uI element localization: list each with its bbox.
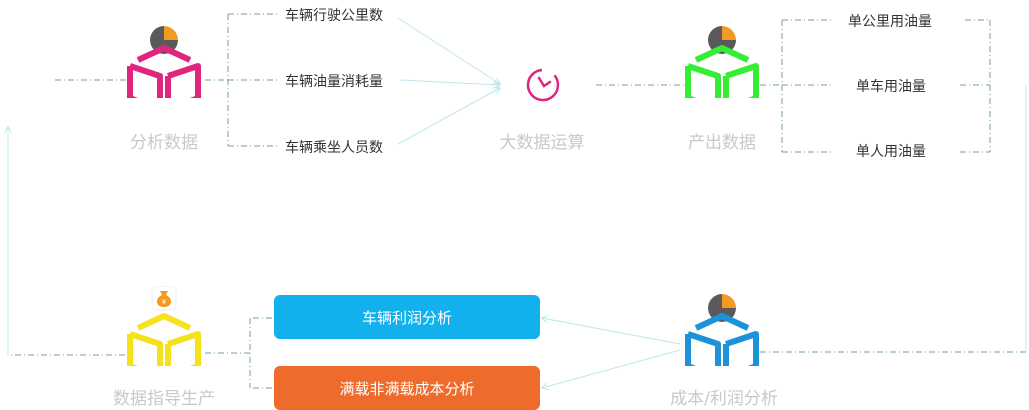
pie-chart-icon [150, 26, 178, 54]
analysis-data-icon [127, 26, 201, 98]
full-load-cost-button[interactable]: 满载非满载成本分析 [274, 366, 540, 410]
svg-text:¥: ¥ [162, 298, 167, 306]
output-data-icon [685, 26, 759, 98]
vehicle-profit-button[interactable]: 车辆利润分析 [274, 295, 540, 339]
box-icon [127, 313, 201, 366]
calculation-icon [526, 68, 560, 102]
output-caption: 产出数据 [688, 133, 756, 153]
input-mileage: 车辆行驶公里数 [285, 8, 383, 24]
cost-profit-icon [685, 294, 759, 366]
input-passengers: 车辆乘坐人员数 [285, 140, 383, 156]
pie-chart-icon [708, 294, 736, 322]
box-icon [685, 45, 759, 98]
box-icon [685, 313, 759, 366]
cost-caption: 成本/利润分析 [670, 389, 778, 409]
output-per-km: 单公里用油量 [848, 14, 932, 30]
pie-chart-icon [708, 26, 736, 54]
production-guide-icon: ¥ [127, 286, 201, 366]
guide-caption: 数据指导生产 [113, 389, 215, 409]
input-fuel: 车辆油量消耗量 [285, 74, 383, 90]
output-per-person: 单人用油量 [856, 144, 926, 160]
money-bag-icon: ¥ [151, 286, 177, 311]
output-per-vehicle: 单车用油量 [856, 79, 926, 95]
calc-caption: 大数据运算 [499, 133, 585, 153]
box-icon [127, 45, 201, 98]
analysis-caption: 分析数据 [130, 133, 198, 153]
